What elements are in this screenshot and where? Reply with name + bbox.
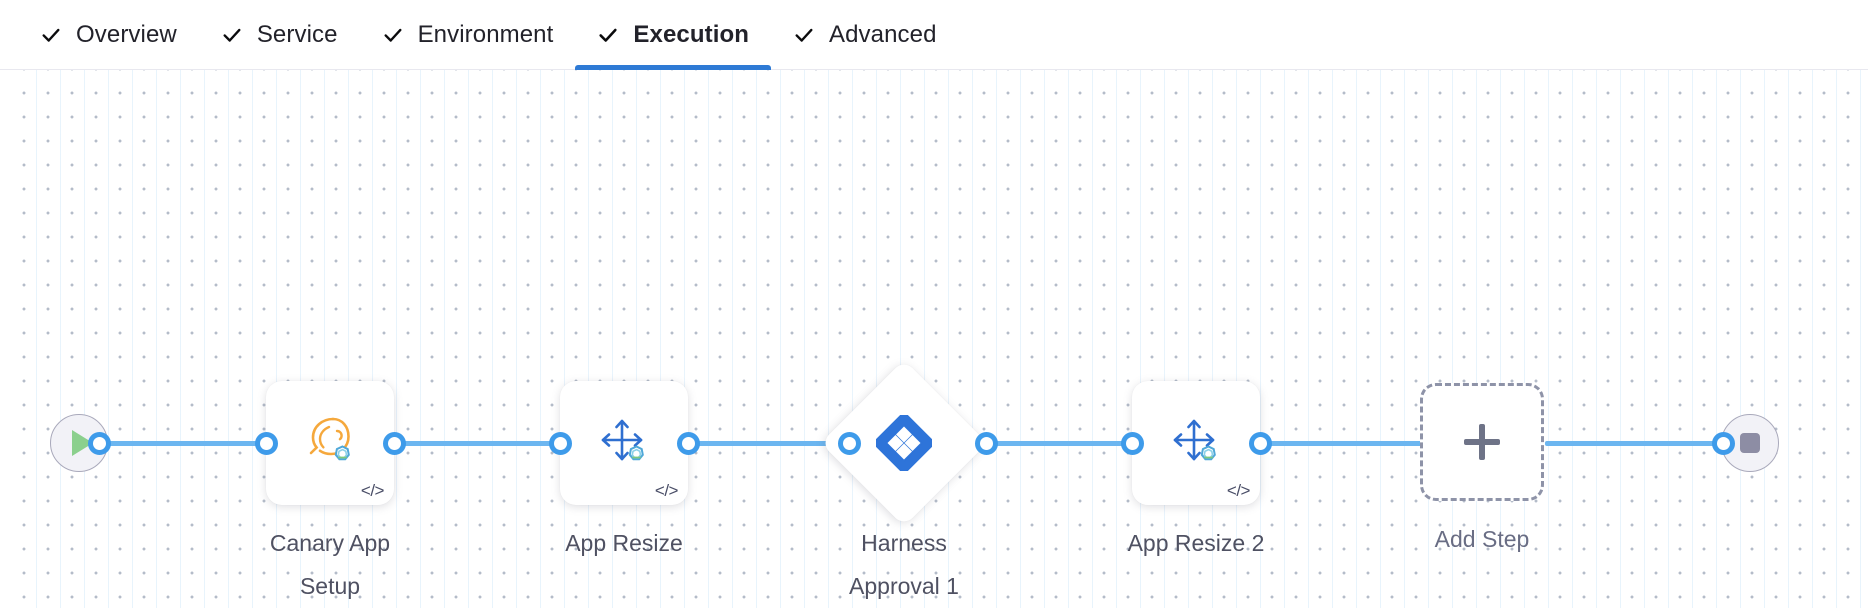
- node-app-resize[interactable]: </>: [560, 381, 688, 505]
- pipeline-canvas[interactable]: </> Canary App Setup: [0, 70, 1868, 608]
- check-icon: [221, 24, 243, 46]
- code-icon: </>: [654, 481, 679, 500]
- node-label-app-resize: App Resize: [565, 530, 683, 556]
- resize-arrows-icon: [560, 381, 688, 505]
- port-app-resize-in[interactable]: [549, 432, 572, 455]
- check-icon: [382, 24, 404, 46]
- connector-line-approval-to-resize2: [982, 441, 1142, 446]
- tab-advanced[interactable]: Advanced: [771, 0, 959, 70]
- port-approval-in[interactable]: [838, 432, 861, 455]
- connector-line-addstep-to-end: [1545, 441, 1720, 446]
- tab-environment-label: Environment: [417, 21, 554, 48]
- execution-flow-graph: </> Canary App Setup: [0, 70, 1868, 608]
- node-harness-approval-1[interactable]: [820, 359, 988, 527]
- port-app-resize-out[interactable]: [677, 432, 700, 455]
- tab-overview-label: Overview: [76, 21, 177, 48]
- tab-overview[interactable]: Overview: [18, 0, 199, 70]
- connector-line-resize-to-approval: [680, 441, 845, 446]
- tab-service-label: Service: [256, 21, 338, 48]
- add-step-button[interactable]: [1420, 383, 1544, 501]
- stop-icon: [1740, 433, 1760, 453]
- port-start-out[interactable]: [88, 432, 111, 455]
- harness-logo-icon: [845, 384, 963, 502]
- pipeline-tabbar: Overview Service Environment Execution A…: [0, 0, 1868, 70]
- check-icon: [793, 24, 815, 46]
- port-canary-in[interactable]: [255, 432, 278, 455]
- node-label-harness-approval-1: Harness Approval 1: [849, 530, 959, 599]
- add-step-label: Add Step: [1434, 526, 1530, 552]
- tab-service[interactable]: Service: [199, 0, 360, 70]
- play-icon: [71, 430, 93, 456]
- tab-execution-label: Execution: [633, 21, 749, 48]
- check-icon: [40, 24, 62, 46]
- node-canary-app-setup[interactable]: </>: [266, 381, 394, 505]
- check-icon: [597, 24, 619, 46]
- code-icon: </>: [1226, 481, 1251, 500]
- port-end-in[interactable]: [1712, 432, 1735, 455]
- port-canary-out[interactable]: [383, 432, 406, 455]
- tanzu-bird-icon: [266, 381, 394, 505]
- node-label-canary-app-setup: Canary App Setup: [269, 530, 391, 599]
- port-app-resize-2-in[interactable]: [1121, 432, 1144, 455]
- resize-arrows-icon: [1132, 381, 1260, 505]
- node-label-app-resize-2: App Resize 2: [1127, 530, 1265, 556]
- tab-advanced-label: Advanced: [829, 21, 937, 48]
- port-app-resize-2-out[interactable]: [1249, 432, 1272, 455]
- port-approval-out[interactable]: [975, 432, 998, 455]
- connector-line-resize2-to-addstep: [1252, 441, 1422, 446]
- connector-line-canary-to-resize: [390, 441, 570, 446]
- code-icon: </>: [360, 481, 385, 500]
- node-app-resize-2[interactable]: </>: [1132, 381, 1260, 505]
- connector-line-start-to-canary: [95, 441, 270, 446]
- plus-icon: [1462, 422, 1502, 462]
- tab-execution[interactable]: Execution: [575, 0, 771, 70]
- tab-environment[interactable]: Environment: [360, 0, 576, 70]
